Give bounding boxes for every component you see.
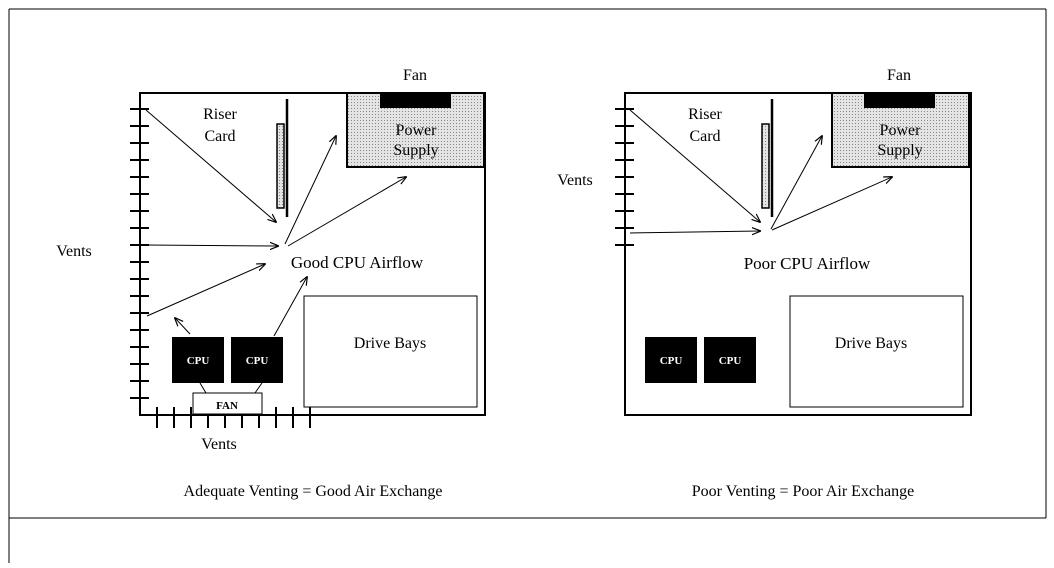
left-cpu-2: [231, 337, 283, 383]
left-arrow-center-to-psu-1: [284, 136, 336, 245]
left-diagram: Fan Riser Card Power Supply Vents Good C…: [56, 67, 486, 500]
left-side-vents-label: Vents: [56, 243, 92, 260]
left-caption: Adequate Venting = Good Air Exchange: [184, 483, 443, 500]
left-case-outline: [139, 92, 486, 416]
left-riser-label-line1: Riser: [203, 106, 237, 123]
left-psu-label-line2: Supply: [393, 142, 438, 159]
left-arrow-vent-to-riser: [145, 109, 276, 222]
outer-frame: [8, 8, 1047, 563]
left-arrow-cpu-to-airflow: [273, 277, 307, 337]
left-arrow-fan-up: [175, 318, 191, 335]
left-cpu-1: [172, 337, 224, 383]
left-psu-label-line1: Power: [396, 122, 438, 139]
left-drive-bays-box: [303, 295, 478, 408]
left-cpu-fan-box: [192, 392, 263, 415]
right-cpu-1-label: CPU: [660, 355, 683, 367]
right-drive-bays-box: [789, 295, 964, 408]
right-side-vents: [615, 108, 634, 246]
right-arrow-center-to-psu-2: [771, 177, 892, 231]
right-arrow-center-to-psu-1: [770, 136, 822, 230]
right-case-outline: [624, 92, 972, 416]
left-arrow-vent-to-center: [145, 245, 278, 246]
right-arrow-lower-vent-to-center: [629, 231, 760, 233]
right-arrow-vent-to-center: [629, 109, 760, 222]
right-caption: Poor Venting = Poor Air Exchange: [692, 483, 914, 500]
right-riser-label-line2: Card: [689, 128, 720, 145]
left-arrow-vent-to-airflow: [146, 264, 265, 317]
right-diagram: Fan Riser Card Power Supply Vents Poor C…: [557, 67, 972, 500]
left-bottom-vents-label: Vents: [201, 436, 237, 453]
right-cpu-2-label: CPU: [719, 355, 742, 367]
right-drive-bays-label: Drive Bays: [835, 335, 907, 352]
right-cpu-2: [704, 337, 756, 383]
left-cpu-2-label: CPU: [246, 355, 269, 367]
left-airflow-arrows: [145, 109, 406, 337]
right-airflow-arrows: [629, 109, 892, 233]
left-fan-label: Fan: [403, 67, 427, 84]
left-fan-box-label: FAN: [216, 400, 238, 412]
left-riser-card: [276, 99, 289, 217]
left-airflow-label: Good CPU Airflow: [291, 253, 424, 272]
right-cpu-1: [645, 337, 697, 383]
left-psu-fan: [380, 93, 451, 108]
left-drive-bays-label: Drive Bays: [354, 335, 426, 352]
right-psu-fan: [864, 93, 935, 108]
left-arrow-center-to-psu-2: [287, 177, 406, 247]
left-riser-label-line2: Card: [204, 128, 235, 145]
left-cpu-1-label: CPU: [187, 355, 210, 367]
right-riser-card: [761, 99, 774, 217]
right-psu-label-line1: Power: [880, 122, 922, 139]
right-riser-label-line1: Riser: [688, 106, 722, 123]
right-airflow-label: Poor CPU Airflow: [744, 254, 871, 273]
left-side-vents: [130, 108, 149, 399]
right-fan-label: Fan: [887, 67, 911, 84]
right-psu-label-line2: Supply: [877, 142, 922, 159]
right-side-vents-label: Vents: [557, 172, 593, 189]
